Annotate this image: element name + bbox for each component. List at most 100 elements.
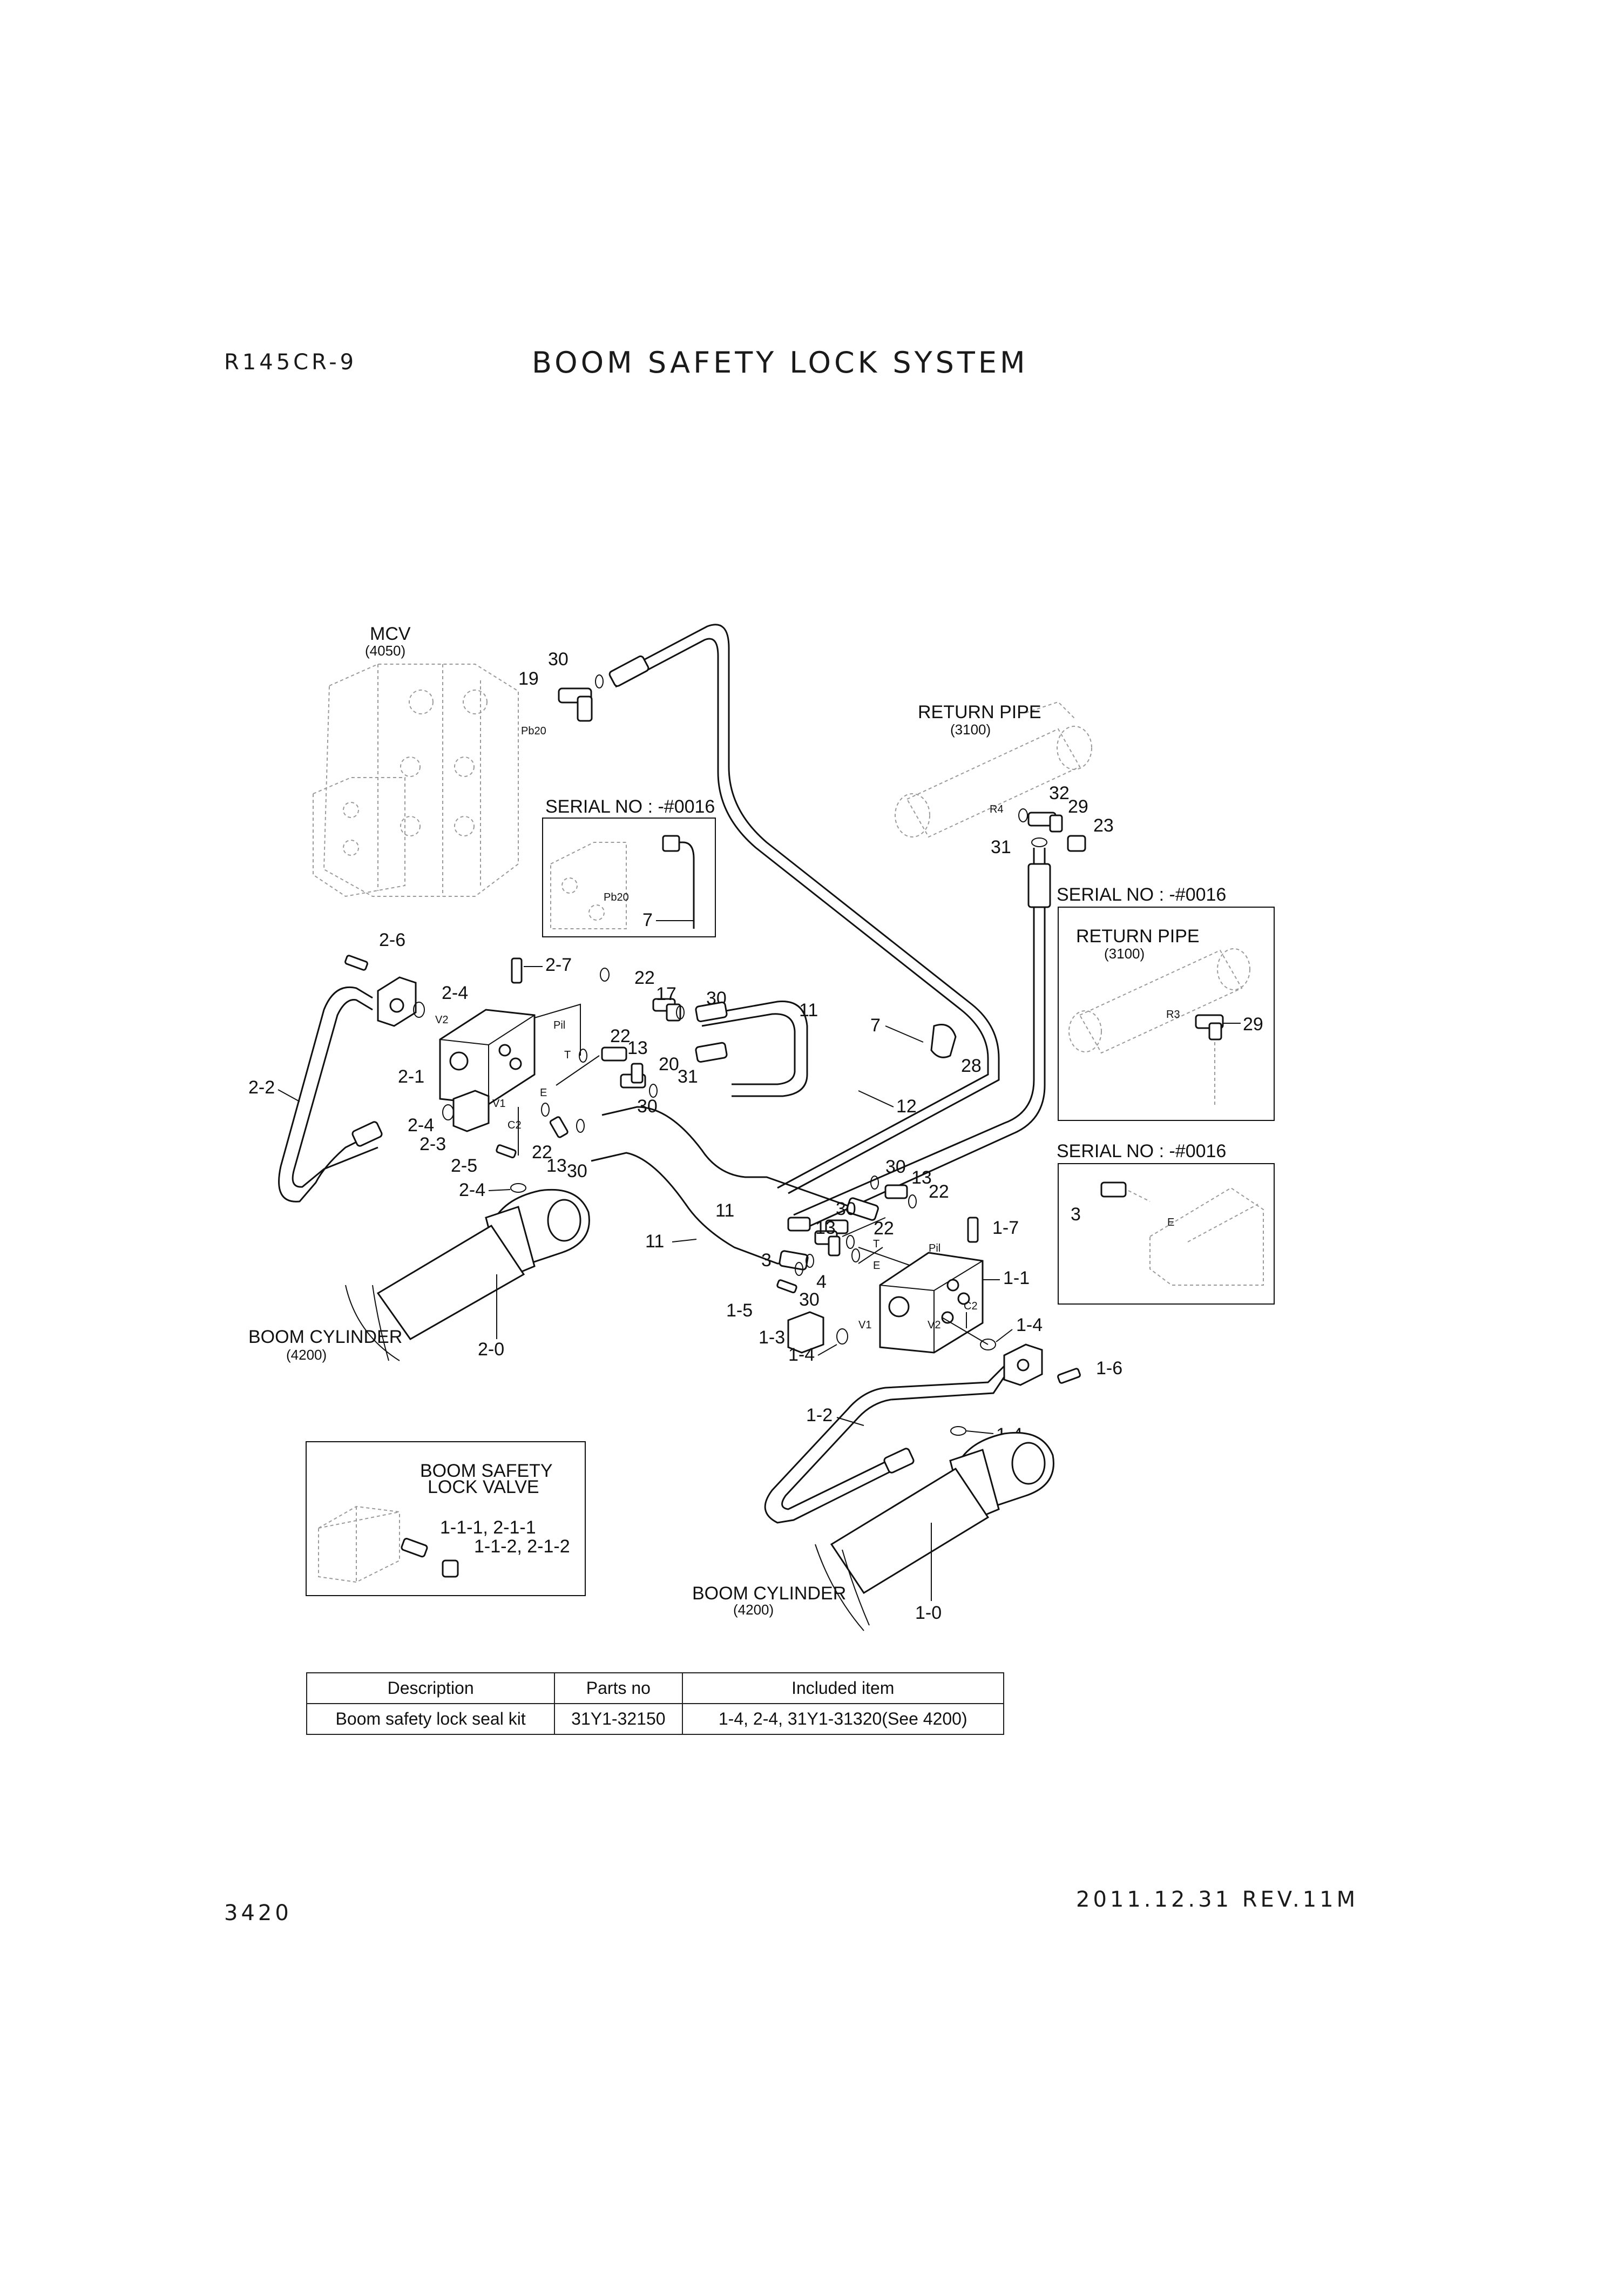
label-29-detail: 29 [1243, 1014, 1263, 1035]
mcv-body [313, 664, 519, 897]
port-pb20-detail: Pb20 [604, 891, 629, 903]
label-2-6: 2-6 [379, 930, 405, 950]
col-included-item: Included item [681, 1672, 1004, 1704]
port-r4: R4 [990, 803, 1004, 815]
return-pipe-label: RETURN PIPE [918, 702, 1041, 722]
bolt-1-7 [967, 1217, 979, 1243]
return-pipe-top [895, 701, 1092, 838]
label-30-c: 30 [567, 1161, 587, 1181]
pipe-2-2-outer [278, 986, 373, 1203]
label-13-a: 13 [627, 1038, 648, 1058]
hose-end [846, 1197, 879, 1221]
port-c2-left: C2 [508, 1119, 522, 1131]
clamp-28 [930, 1024, 957, 1058]
o-ring-2-4 [413, 1002, 425, 1018]
o-ring-2-4 [442, 1104, 454, 1120]
kit-line-1: 1-1-1, 2-1-1 [440, 1517, 536, 1538]
hose-end [779, 1250, 809, 1271]
fitting [662, 835, 680, 852]
label-31-top: 31 [991, 837, 1011, 857]
flange-2-3 [452, 1090, 490, 1132]
label-28: 28 [961, 1056, 982, 1076]
label-7-detail: 7 [642, 910, 653, 930]
port-e-left: E [540, 1087, 547, 1099]
label-2-4-low: 2-4 [459, 1180, 485, 1200]
label-30-f: 30 [799, 1289, 820, 1310]
label-2-3: 2-3 [419, 1134, 446, 1154]
cell-included-item: 1-4, 2-4, 31Y1-31320(See 4200) [681, 1703, 1004, 1735]
hose-11-upper-inner [701, 1013, 796, 1085]
port-pb20: Pb20 [521, 725, 546, 737]
flange-2-6 [377, 976, 417, 1027]
label-2-5: 2-5 [451, 1156, 477, 1176]
model-code: R145CR-9 [224, 350, 357, 375]
left-fittings [541, 968, 685, 1138]
boom-cylinder-left-label: BOOM CYLINDER [248, 1327, 402, 1347]
label-2-7: 2-7 [545, 955, 572, 975]
label-3-detail: 3 [1071, 1204, 1081, 1225]
serial-box-pb20 [542, 818, 716, 937]
label-19: 19 [518, 668, 539, 689]
label-11-a: 11 [799, 1000, 818, 1021]
o-ring [1031, 837, 1047, 847]
serial-label-1: SERIAL NO : -#0016 [545, 796, 715, 817]
label-3: 3 [761, 1250, 772, 1271]
valve-plug [442, 1559, 459, 1578]
o-ring-1-4 [980, 1339, 996, 1350]
elbow-fitting-29 [1027, 812, 1063, 833]
serial-label-2: SERIAL NO : -#0016 [1057, 884, 1226, 905]
o-ring [595, 674, 604, 688]
flange-1-6 [1003, 1343, 1043, 1386]
hose-11-mid [601, 1106, 859, 1211]
label-7-main: 7 [870, 1015, 881, 1036]
label-1-4-b: 1-4 [1016, 1315, 1043, 1335]
elbow-fitting-19 [558, 687, 593, 722]
bolt-1-6 [1057, 1368, 1081, 1384]
label-30-top: 30 [548, 649, 569, 670]
bolt-2-7 [511, 957, 523, 984]
boom-cylinder-left-ref: (4200) [286, 1347, 327, 1363]
bolt-2-6 [344, 955, 368, 971]
hose-7-outer [610, 624, 1000, 1194]
label-32: 32 [1049, 783, 1070, 803]
port-pil-right: Pil [929, 1242, 940, 1254]
port-pil-left: Pil [553, 1019, 565, 1031]
port-v1-right: V1 [858, 1319, 871, 1331]
mcv-ref: (4050) [365, 643, 405, 659]
port-c2-right: C2 [964, 1300, 978, 1312]
port-v1-left: V1 [492, 1098, 505, 1110]
o-ring-1-4 [836, 1328, 848, 1345]
label-2-4-top: 2-4 [442, 983, 468, 1003]
label-23: 23 [1093, 815, 1114, 836]
hose-end-fitting [608, 655, 649, 687]
pipe-1-2-outer [764, 1365, 1005, 1524]
port-t-right: T [873, 1238, 879, 1250]
hose-11-lower [591, 1152, 799, 1265]
label-1-4-a: 1-4 [788, 1345, 815, 1365]
elbow-fitting-29-detail [1195, 1014, 1224, 1041]
boom-cylinder-left [345, 1188, 590, 1361]
label-12: 12 [896, 1096, 917, 1117]
bolt-1-5 [776, 1279, 797, 1294]
label-22-b: 22 [610, 1026, 631, 1046]
table-row: Boom safety lock seal kit 31Y1-32150 1-4… [306, 1703, 1004, 1735]
port-t-left: T [564, 1049, 571, 1061]
serial-box-fitting3 [1058, 1163, 1275, 1305]
table-header-row: Description Parts no Included item [306, 1672, 1004, 1704]
label-1-5: 1-5 [726, 1300, 753, 1321]
label-29-top: 29 [1068, 796, 1088, 817]
return-pipe-ref-2: (3100) [1104, 945, 1145, 962]
label-11-b: 11 [715, 1200, 734, 1221]
hose-11-upper-outer [701, 1001, 808, 1097]
hose-7-return-inner [804, 848, 1046, 1230]
serial-box-r3 [1058, 907, 1275, 1121]
pipe-2-2-inner [292, 999, 378, 1188]
page-title: BOOM SAFETY LOCK SYSTEM [532, 346, 1028, 380]
serial-label-3: SERIAL NO : -#0016 [1057, 1141, 1226, 1161]
hose-11-end [695, 1042, 728, 1063]
label-2-0: 2-0 [478, 1339, 504, 1360]
hose-7-return-outer [793, 848, 1035, 1216]
plug-23 [1067, 835, 1086, 852]
fitting-3-detail [1100, 1181, 1127, 1198]
label-31-a: 31 [678, 1066, 698, 1087]
